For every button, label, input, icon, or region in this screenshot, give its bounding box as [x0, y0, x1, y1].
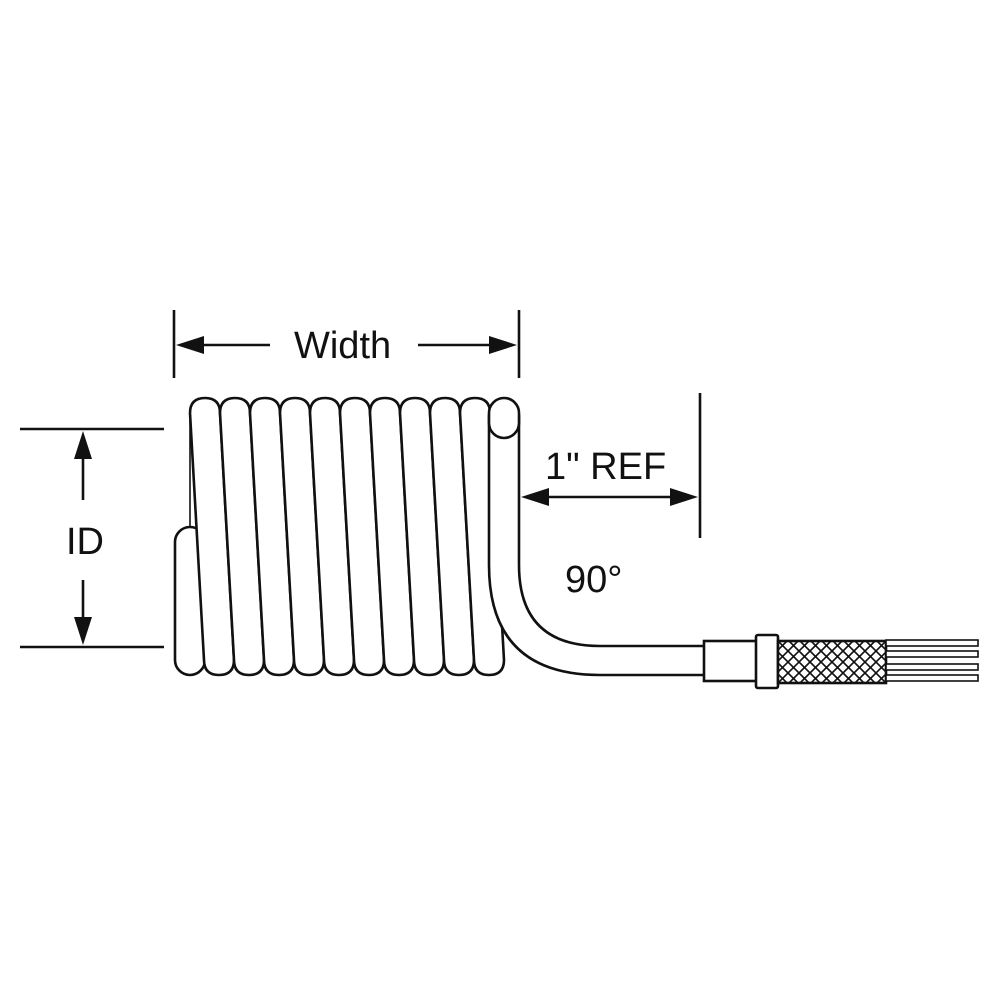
braid-strand	[799, 641, 843, 683]
lead-wire-4	[885, 674, 979, 682]
width-dimension	[172, 310, 521, 378]
termination-collar	[754, 633, 780, 690]
straight-tail	[487, 396, 708, 677]
lead-wire-2	[885, 650, 979, 658]
id-label: ID	[66, 521, 104, 563]
width-arrowhead-left	[176, 336, 204, 354]
width-label: Width	[294, 325, 392, 367]
braided-termination	[702, 633, 979, 690]
coil-body	[173, 396, 506, 677]
braid-strand	[778, 641, 799, 663]
id-arrowhead-bottom	[74, 617, 92, 645]
braid-strand	[876, 672, 886, 683]
ref-dimension	[521, 393, 702, 538]
braid-strand	[810, 641, 854, 683]
braid-strand	[854, 650, 886, 683]
braid-strand	[843, 641, 886, 683]
id-dimension	[20, 427, 164, 649]
ref-arrowhead-right	[670, 488, 698, 506]
braid-strand	[832, 641, 876, 683]
braid-strand	[778, 661, 799, 683]
braid-strand	[865, 641, 886, 663]
braid-strand	[865, 661, 886, 683]
braid-strand	[778, 641, 788, 652]
braid-strand	[876, 641, 886, 652]
braid-strand	[821, 641, 865, 683]
id-arrowhead-top	[74, 431, 92, 459]
termination-ferrule	[702, 639, 760, 683]
ref-arrowhead-left	[521, 488, 549, 506]
reference-length-label: 1" REF	[545, 446, 667, 488]
lead-wires	[885, 639, 979, 682]
braid-strand	[778, 641, 810, 674]
width-arrowhead-right	[489, 336, 517, 354]
braid-strand	[778, 641, 821, 683]
bend-angle-label: 90°	[565, 559, 623, 601]
lead-wire-1	[885, 639, 979, 647]
lead-wire-3	[885, 663, 979, 671]
braid-strand	[778, 672, 788, 683]
tail-top-turn	[487, 396, 521, 440]
braid-strand	[788, 641, 832, 683]
braided-sleeve	[776, 639, 888, 685]
